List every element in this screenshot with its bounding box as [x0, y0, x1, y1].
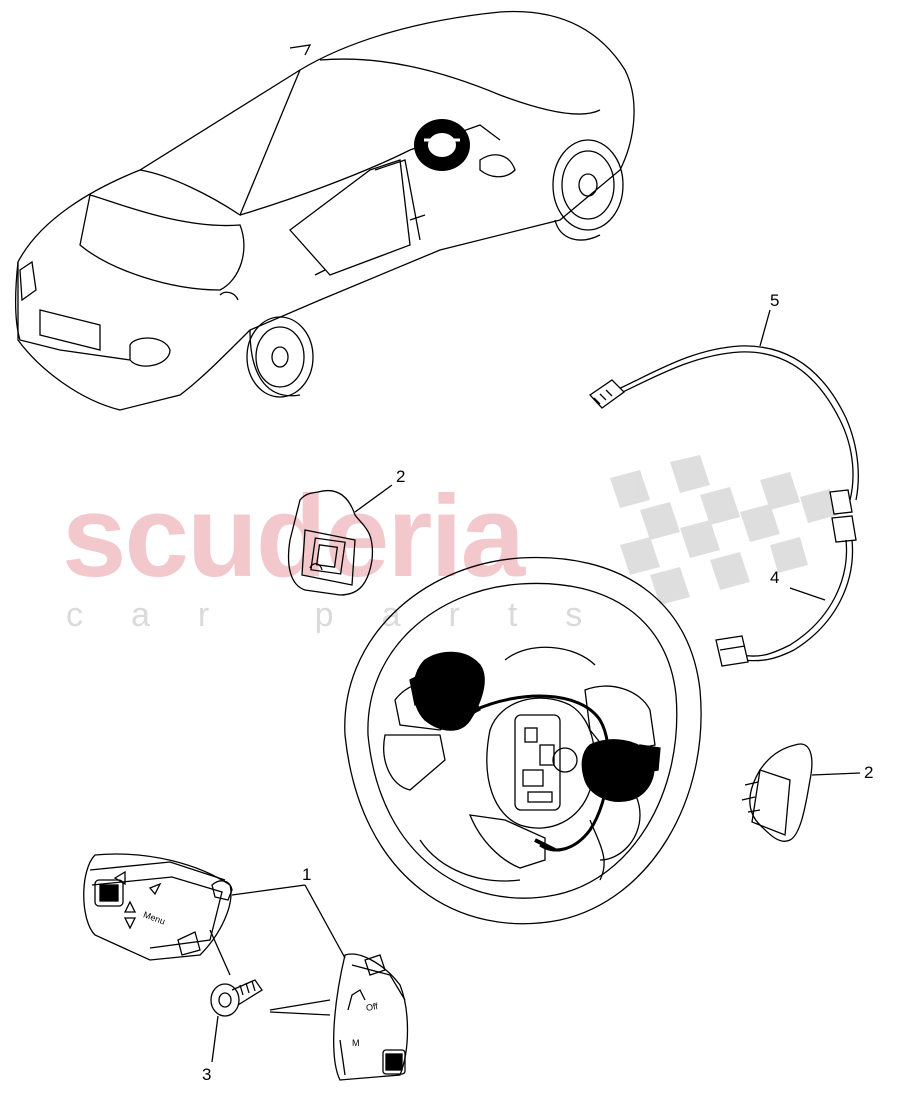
watermark-checker-flag	[610, 455, 838, 605]
switch-module-left-part-1	[83, 853, 346, 976]
callout-part-2-right: 2	[864, 763, 874, 782]
callout-part-3: 3	[202, 1065, 212, 1084]
trim-cover-part-2-right	[741, 743, 861, 842]
vehicle-steering-wheel-highlight	[414, 119, 470, 171]
steering-wheel	[344, 556, 702, 925]
watermark-tagline: car parts	[66, 596, 631, 634]
switch-module-right-part-1	[269, 953, 409, 1081]
screw-part-3	[210, 979, 263, 1063]
callout-part-1: 1	[302, 865, 312, 884]
callout-part-5: 5	[770, 291, 780, 310]
watermark-brand: scuderia	[62, 471, 525, 601]
switch-label-mute: M	[352, 1038, 360, 1048]
switch-label-off: Off	[365, 1001, 379, 1013]
callout-part-2-upper: 2	[396, 467, 406, 486]
vehicle-outline	[14, 10, 635, 411]
trim-cover-part-2-upper	[287, 484, 393, 596]
callout-part-4: 4	[770, 568, 780, 587]
wiring-harness-part-5	[589, 309, 859, 543]
cable-part-4	[715, 539, 854, 667]
